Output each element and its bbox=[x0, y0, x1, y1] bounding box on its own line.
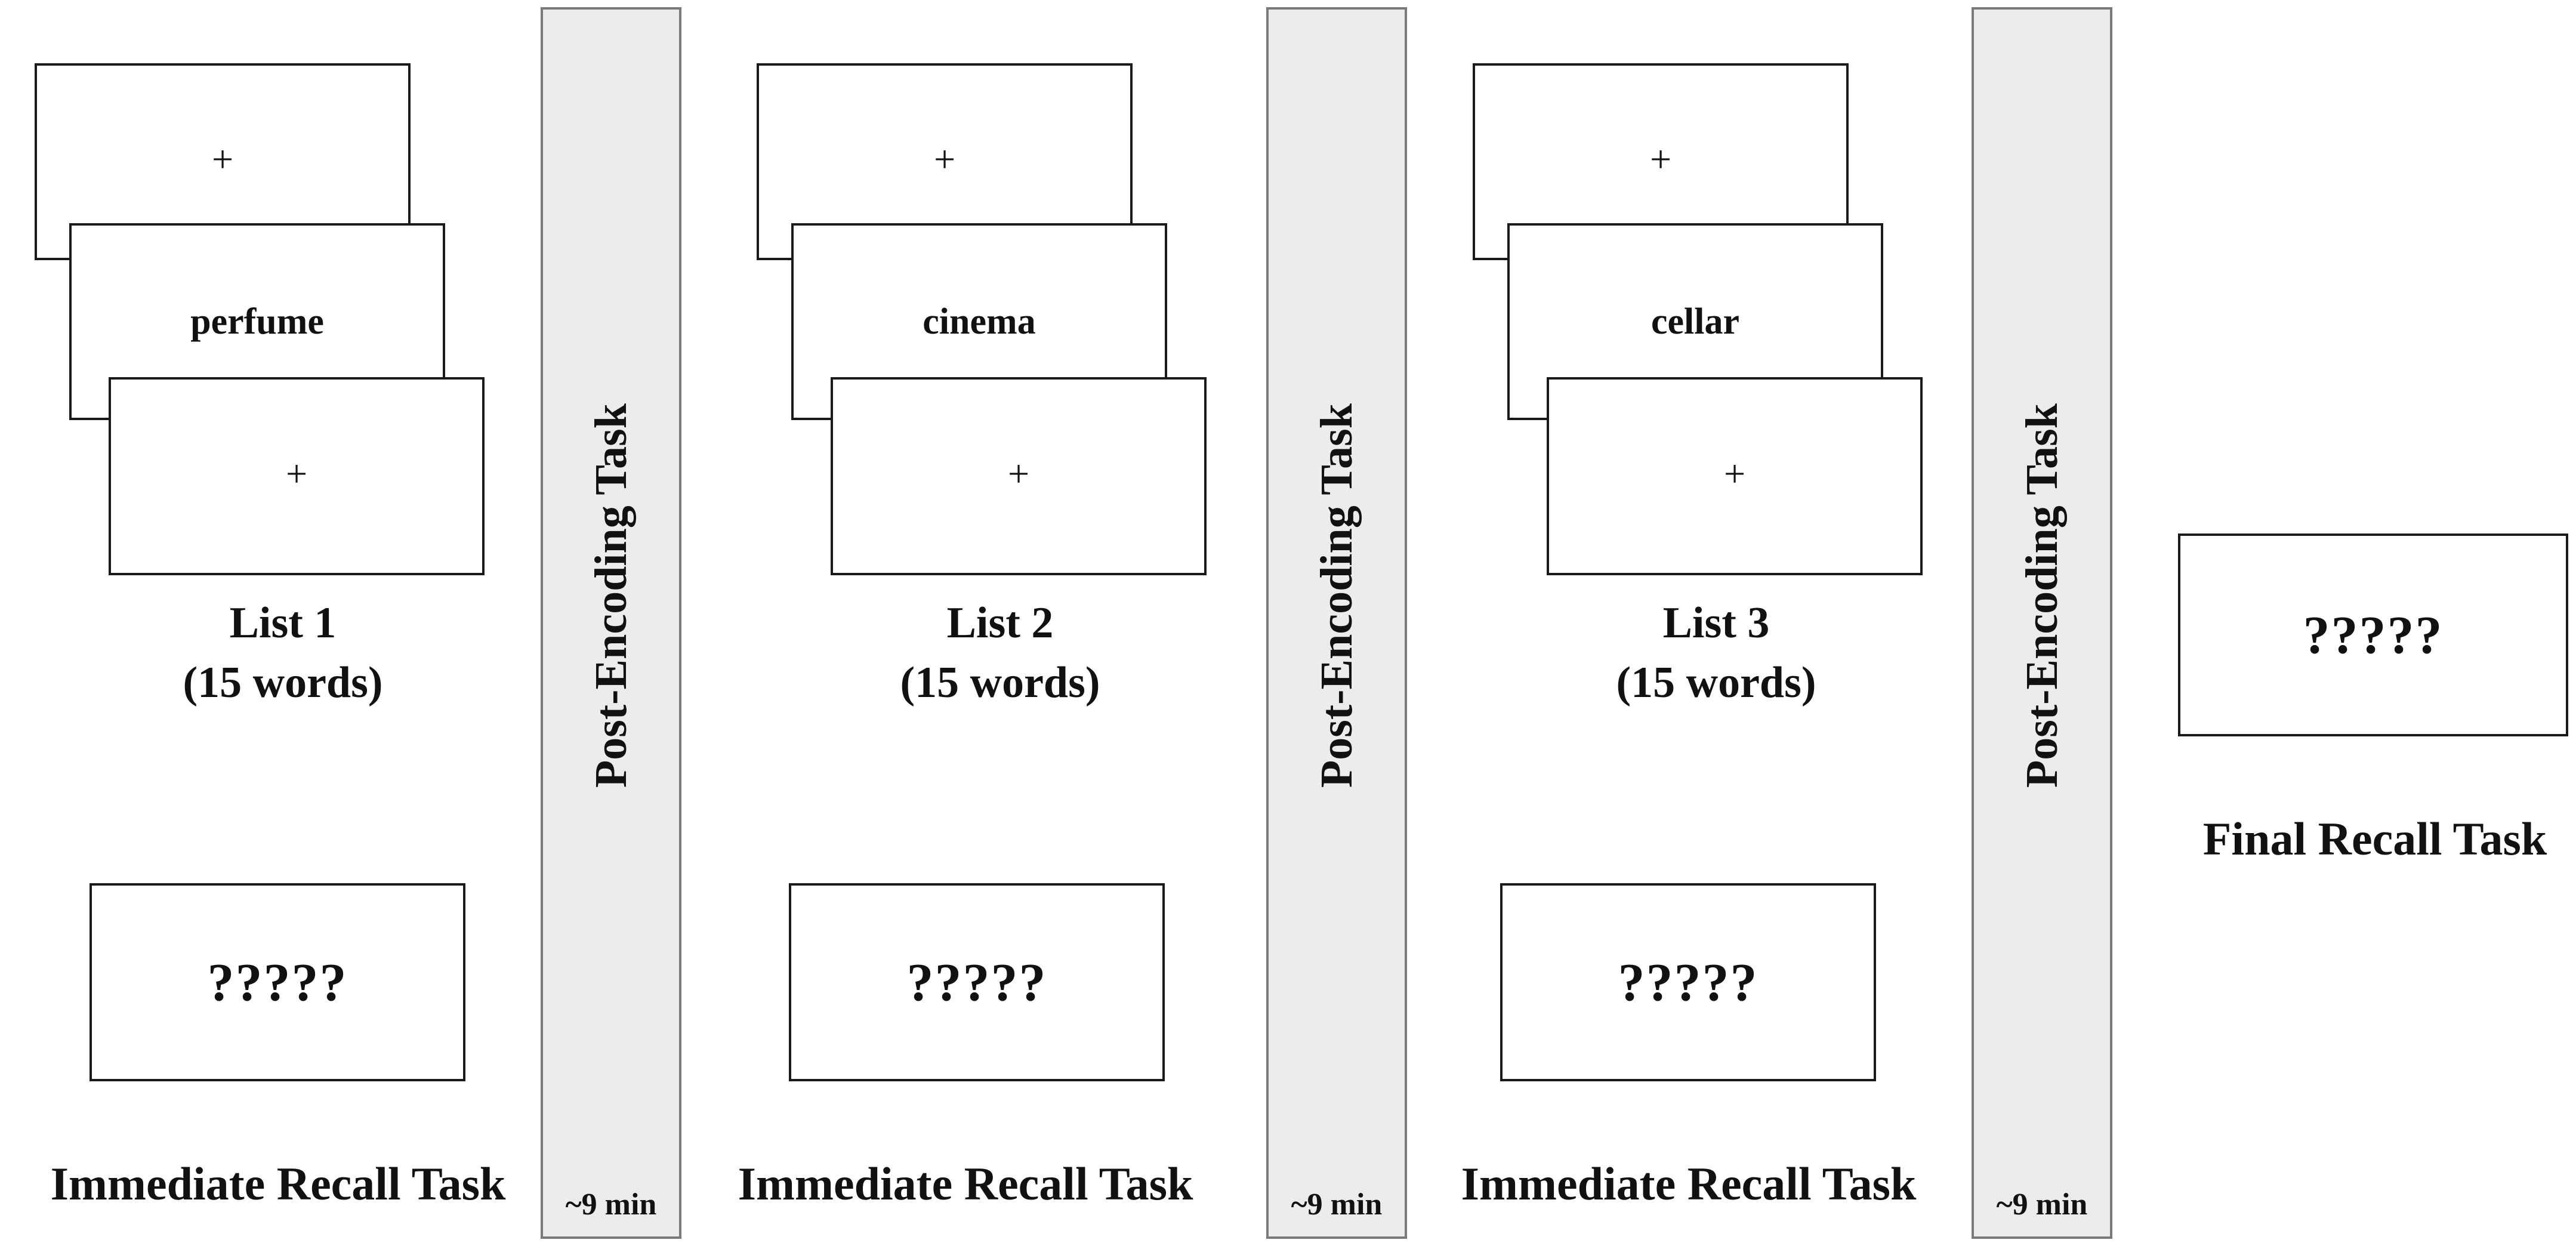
final-recall-card: ????? bbox=[2178, 533, 2568, 736]
fixation-cross: + bbox=[933, 138, 956, 180]
list-title: List 1 bbox=[229, 599, 337, 647]
post-encoding-label: Post-Encoding Task bbox=[586, 403, 636, 788]
list3-fixation-card-bottom: + bbox=[1547, 377, 1923, 575]
list1-recall-card: ????? bbox=[90, 883, 465, 1081]
post-encoding-bar-1: Post-Encoding Task ~9 min bbox=[541, 7, 681, 1239]
list-count: (15 words) bbox=[1616, 658, 1816, 707]
immediate-recall-label-2: Immediate Recall Task bbox=[738, 1158, 1193, 1210]
recall-prompt: ????? bbox=[207, 952, 348, 1012]
recall-prompt: ????? bbox=[906, 952, 1047, 1012]
post-encoding-bar-3: Post-Encoding Task ~9 min bbox=[1972, 7, 2112, 1239]
recall-prompt: ????? bbox=[1618, 952, 1759, 1012]
list1-fixation-card-bottom: + bbox=[109, 377, 485, 575]
immediate-recall-label-1: Immediate Recall Task bbox=[50, 1158, 506, 1210]
immediate-recall-label-3: Immediate Recall Task bbox=[1461, 1158, 1917, 1210]
final-recall-prompt: ????? bbox=[2303, 605, 2444, 665]
stimulus-word: cinema bbox=[923, 301, 1036, 342]
post-encoding-label: Post-Encoding Task bbox=[2017, 403, 2067, 788]
list-count: (15 words) bbox=[183, 658, 383, 707]
post-encoding-bar-2: Post-Encoding Task ~9 min bbox=[1266, 7, 1407, 1239]
post-encoding-duration: ~9 min bbox=[1291, 1188, 1383, 1222]
stimulus-word: perfume bbox=[190, 301, 324, 342]
list-title: List 2 bbox=[946, 599, 1054, 647]
fixation-cross: + bbox=[1007, 452, 1030, 495]
post-encoding-duration: ~9 min bbox=[1996, 1188, 2088, 1222]
fixation-cross: + bbox=[1723, 452, 1746, 495]
list-count: (15 words) bbox=[900, 658, 1100, 707]
fixation-cross: + bbox=[285, 452, 308, 495]
list1-label: List 1 (15 words) bbox=[183, 593, 382, 713]
list3-recall-card: ????? bbox=[1500, 883, 1876, 1081]
list2-fixation-card-bottom: + bbox=[831, 377, 1207, 575]
list2-label: List 2 (15 words) bbox=[900, 593, 1100, 713]
list-title: List 3 bbox=[1662, 599, 1770, 647]
list2-recall-card: ????? bbox=[789, 883, 1165, 1081]
fixation-cross: + bbox=[211, 138, 234, 180]
stimulus-word: cellar bbox=[1651, 301, 1739, 342]
post-encoding-label: Post-Encoding Task bbox=[1312, 403, 1362, 788]
final-recall-label: Final Recall Task bbox=[2202, 813, 2547, 865]
list3-label: List 3 (15 words) bbox=[1616, 593, 1816, 713]
post-encoding-duration: ~9 min bbox=[565, 1188, 657, 1222]
fixation-cross: + bbox=[1649, 138, 1672, 180]
